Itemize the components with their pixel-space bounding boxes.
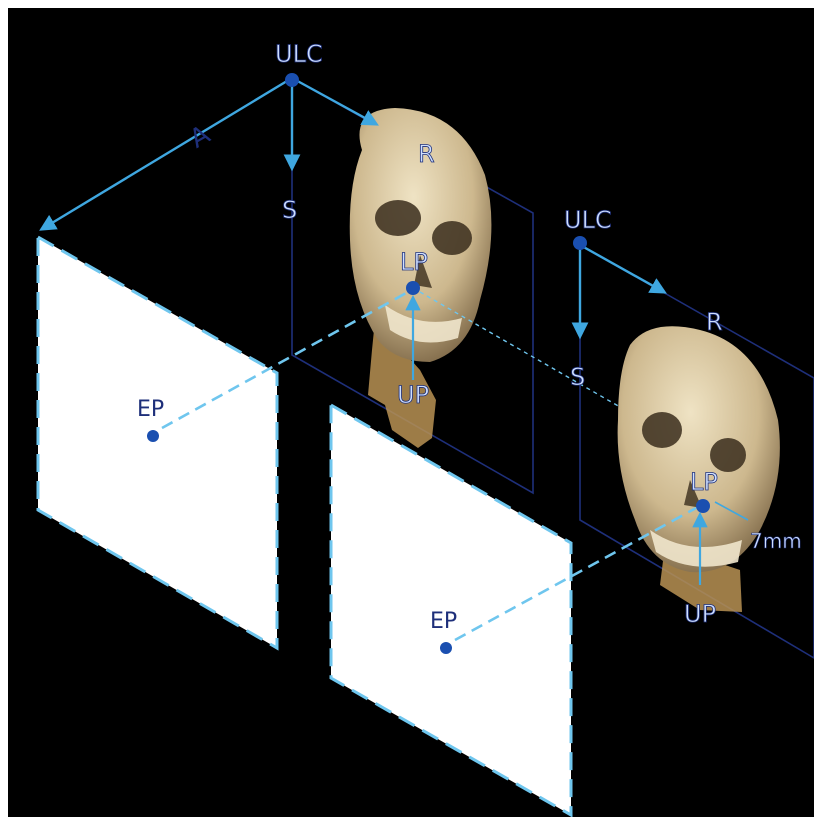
label-s-axis-right: S bbox=[570, 363, 585, 391]
label-up-right: UP bbox=[684, 600, 716, 628]
lp-point-right bbox=[696, 499, 710, 513]
ulc-point-right bbox=[573, 236, 587, 250]
label-ulc-left: ULC bbox=[275, 40, 323, 68]
label-lp-left: LP bbox=[400, 248, 428, 276]
label-s-axis-left: S bbox=[282, 196, 297, 224]
ep-point-center bbox=[440, 642, 452, 654]
label-ulc-right: ULC bbox=[564, 206, 612, 234]
ep-point-left bbox=[147, 430, 159, 442]
label-lp-right: LP bbox=[690, 468, 718, 496]
label-up-left: UP bbox=[397, 381, 429, 409]
label-ep-center: EP bbox=[430, 609, 457, 634]
label-distance: 7mm bbox=[750, 529, 802, 553]
label-ep-left: EP bbox=[137, 397, 164, 422]
ulc-point-left bbox=[285, 73, 299, 87]
lp-point-left bbox=[406, 281, 420, 295]
label-r-axis-left: R bbox=[418, 140, 435, 168]
label-r-axis-right: R bbox=[706, 308, 723, 336]
